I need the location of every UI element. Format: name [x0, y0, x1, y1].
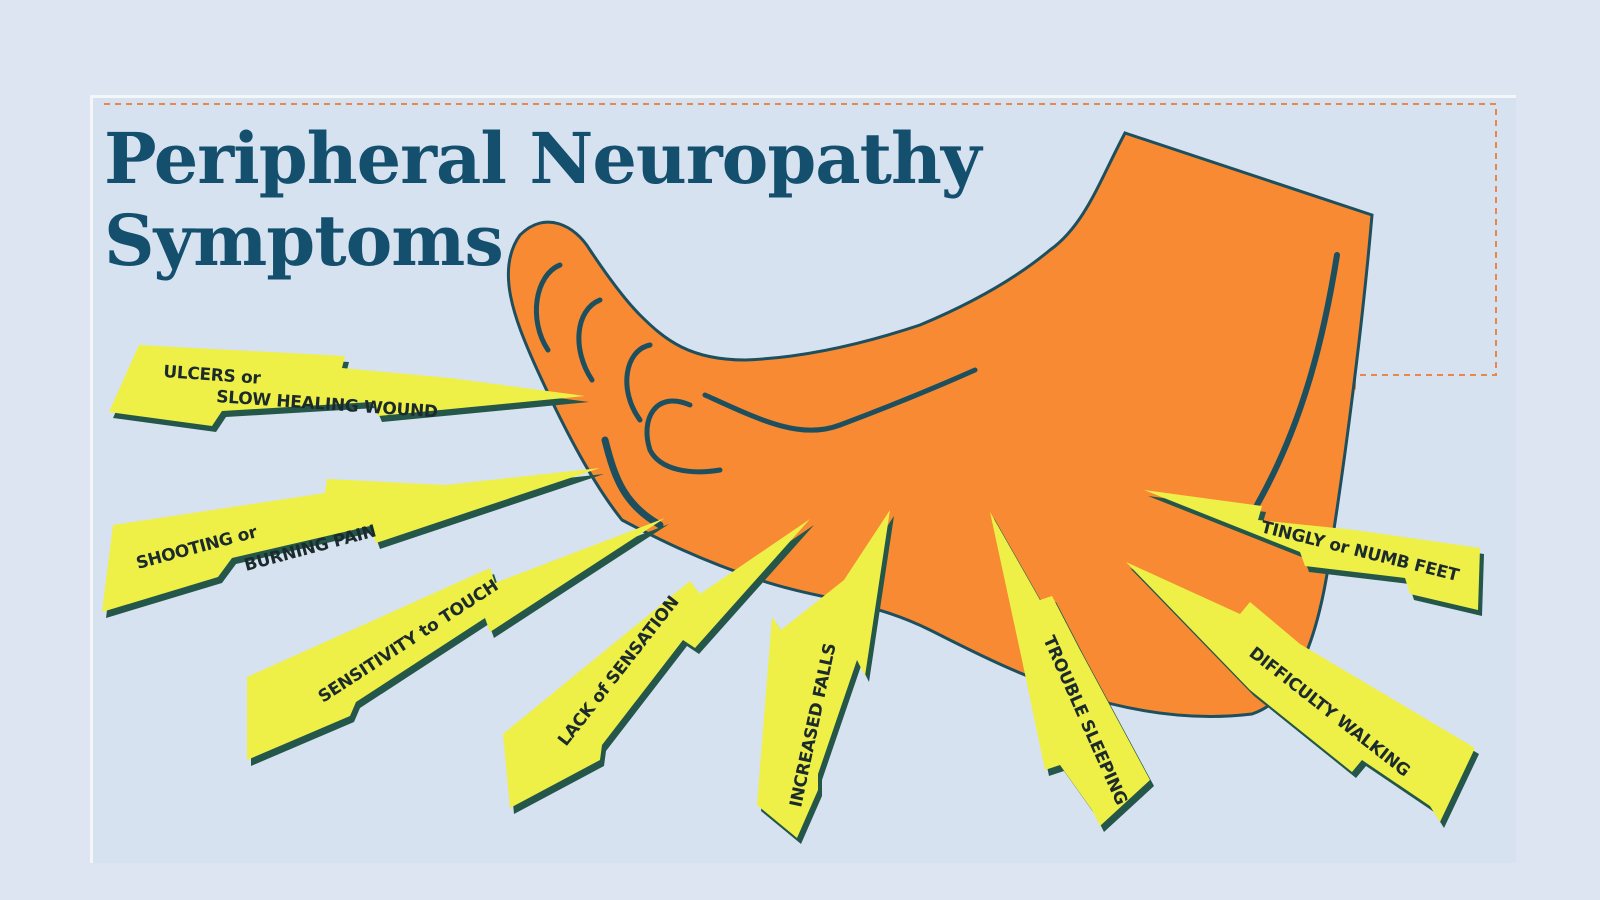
- bolts: ULCERS or SLOW HEALING WOUND SHOOTING or…: [102, 345, 1484, 844]
- bolt-falls: INCREASED FALLS: [757, 510, 894, 844]
- bolt-lack: LACK of SENSATION: [503, 519, 814, 814]
- bolt-walking: DIFFICULTY WALKING: [1126, 562, 1479, 828]
- title-line-2: Symptoms: [104, 199, 504, 282]
- title-line-1: Peripheral Neuropathy: [104, 117, 982, 200]
- bolt-ulcers: ULCERS or SLOW HEALING WOUND: [109, 345, 589, 432]
